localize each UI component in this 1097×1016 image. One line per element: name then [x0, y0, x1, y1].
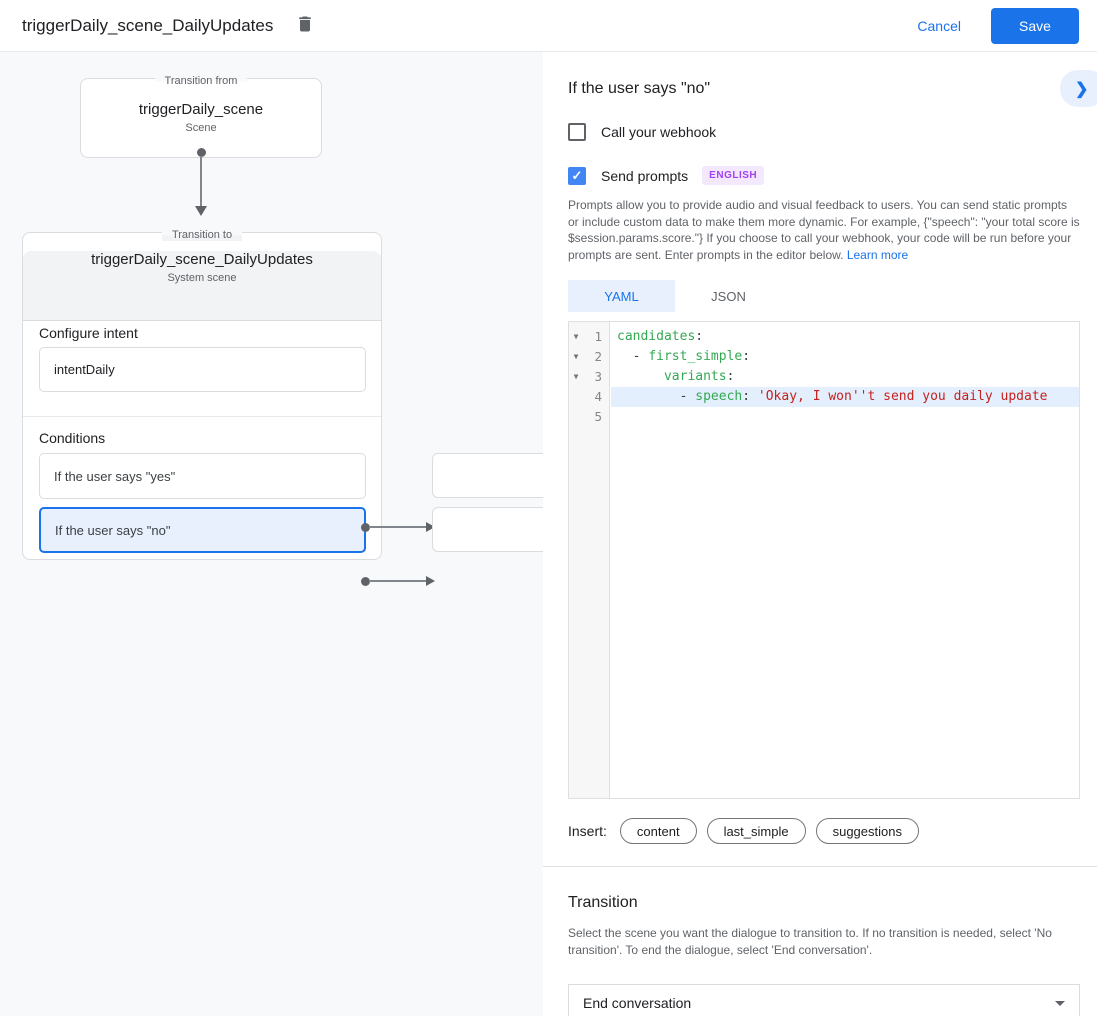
transition-target-stub[interactable] — [432, 507, 543, 552]
top-bar: triggerDaily_scene_DailyUpdates Cancel S… — [0, 0, 1097, 52]
transition-section-title: Transition — [568, 894, 638, 911]
code-text — [611, 409, 617, 424]
yaml-editor[interactable]: ▼ 1 candidates: ▼ 2 - first_simple: ▼ 3 varian… — [568, 321, 1080, 799]
scene-flow-canvas: Transition from triggerDaily_scene Scene… — [0, 52, 543, 1016]
line-number: 1 — [594, 329, 602, 344]
panel-divider — [543, 866, 1097, 867]
code-line[interactable]: ▼ 3 variants: — [574, 367, 1079, 387]
learn-more-link[interactable]: Learn more — [846, 247, 909, 262]
insert-chip-suggestions[interactable]: suggestions — [815, 818, 919, 844]
chevron-right-icon: ❯ — [1075, 80, 1089, 98]
transition-to-node: Transition to triggerDaily_scene_DailyUp… — [22, 229, 382, 561]
arrow-down-icon — [195, 206, 207, 216]
from-node-title: triggerDaily_scene — [138, 101, 264, 118]
prompts-description: Prompts allow you to provide audio and v… — [568, 197, 1080, 263]
editor-tabs: YAML JSON — [568, 280, 1080, 312]
code-line[interactable]: 5 — [594, 407, 1079, 427]
transition-target-stub[interactable] — [432, 453, 543, 498]
code-lines: ▼ 1 candidates: ▼ 2 - first_simple: ▼ 3 varian… — [574, 322, 1079, 427]
configure-intent-label: Configure intent — [39, 325, 138, 341]
save-button[interactable]: Save — [991, 7, 1079, 44]
transition-from-node[interactable]: Transition from triggerDaily_scene Scene — [80, 75, 322, 158]
tab-yaml[interactable]: YAML — [568, 280, 675, 312]
condition-label: If the user says "no" — [55, 522, 171, 538]
prompts-description-text: Prompts allow you to provide audio and v… — [568, 198, 1080, 262]
to-node-subtitle: System scene — [167, 272, 237, 284]
from-node-subtitle: Scene — [185, 122, 217, 134]
language-badge: ENGLISH — [702, 166, 765, 185]
line-number: 5 — [594, 409, 602, 424]
code-line[interactable]: 4 - speech: 'Okay, I won''t send you dai… — [594, 387, 1079, 407]
transition-select-value: End conversation — [583, 995, 692, 1011]
editor-gutter — [569, 322, 610, 798]
code-text: - first_simple: — [617, 349, 751, 364]
transition-description: Select the scene you want the dialogue t… — [568, 926, 1052, 957]
cancel-button[interactable]: Cancel — [917, 17, 961, 34]
insert-label: Insert: — [568, 823, 607, 839]
fold-arrow-icon[interactable]: ▼ — [573, 352, 579, 361]
line-number: 4 — [594, 389, 602, 404]
call-webhook-label: Call your webhook — [601, 124, 717, 140]
insert-row: Insert: content last_simple suggestions — [568, 818, 1080, 844]
connector-line — [369, 526, 427, 528]
dropdown-caret-icon — [1055, 1000, 1065, 1006]
send-prompts-row: ✓ Send prompts ENGLISH — [568, 166, 1080, 185]
connector-dot — [361, 523, 370, 532]
transition-select[interactable]: End conversation — [568, 984, 1080, 1016]
call-webhook-checkbox[interactable] — [568, 123, 586, 141]
code-text: - speech: 'Okay, I won''t send you daily… — [617, 389, 1048, 404]
condition-label: If the user says "yes" — [54, 468, 176, 484]
fold-arrow-icon[interactable]: ▼ — [573, 372, 579, 381]
check-icon: ✓ — [571, 167, 583, 183]
code-line[interactable]: ▼ 1 candidates: — [574, 327, 1079, 347]
transition-to-legend: Transition to — [23, 225, 381, 243]
to-node-title: triggerDaily_scene_DailyUpdates — [91, 251, 313, 268]
send-prompts-label: Send prompts — [601, 167, 689, 184]
send-prompts-checkbox[interactable]: ✓ — [568, 166, 586, 185]
to-node-header: triggerDaily_scene_DailyUpdates System s… — [23, 251, 381, 321]
arrow-right-icon — [426, 576, 435, 586]
condition-details-panel: ❯ If the user says "no" Call your webhoo… — [543, 52, 1097, 1016]
connector-line — [369, 580, 427, 582]
transition-from-legend: Transition from — [81, 71, 321, 89]
tab-json[interactable]: JSON — [711, 288, 746, 304]
code-line[interactable]: ▼ 2 - first_simple: — [574, 347, 1079, 367]
trash-icon — [295, 13, 315, 38]
collapse-panel-button[interactable]: ❯ — [1060, 70, 1097, 107]
connector-dot — [361, 577, 370, 586]
connector-dot — [197, 148, 206, 157]
intent-input[interactable] — [39, 347, 366, 392]
conditions-list: If the user says "yes" If the user says "… — [39, 453, 366, 561]
insert-chip-content[interactable]: content — [619, 818, 697, 844]
delete-button[interactable] — [291, 12, 319, 40]
line-number: 2 — [594, 349, 602, 364]
insert-chips: content last_simple suggestions — [619, 818, 929, 844]
arrow-right-icon — [426, 522, 435, 532]
condition-item-1[interactable]: If the user says "no" — [39, 507, 366, 553]
panel-title: If the user says "no" — [568, 80, 711, 97]
webhook-row: Call your webhook — [568, 123, 1080, 141]
insert-chip-last_simple[interactable]: last_simple — [706, 818, 806, 844]
page-title: triggerDaily_scene_DailyUpdates — [22, 15, 274, 35]
node-divider — [23, 416, 381, 417]
code-text: variants: — [663, 369, 735, 384]
connector-line — [200, 156, 202, 208]
condition-item-0[interactable]: If the user says "yes" — [39, 453, 366, 499]
code-text: candidates: — [617, 329, 704, 344]
line-number: 3 — [594, 369, 602, 384]
fold-arrow-icon[interactable]: ▼ — [573, 332, 579, 341]
conditions-label: Conditions — [39, 430, 106, 446]
